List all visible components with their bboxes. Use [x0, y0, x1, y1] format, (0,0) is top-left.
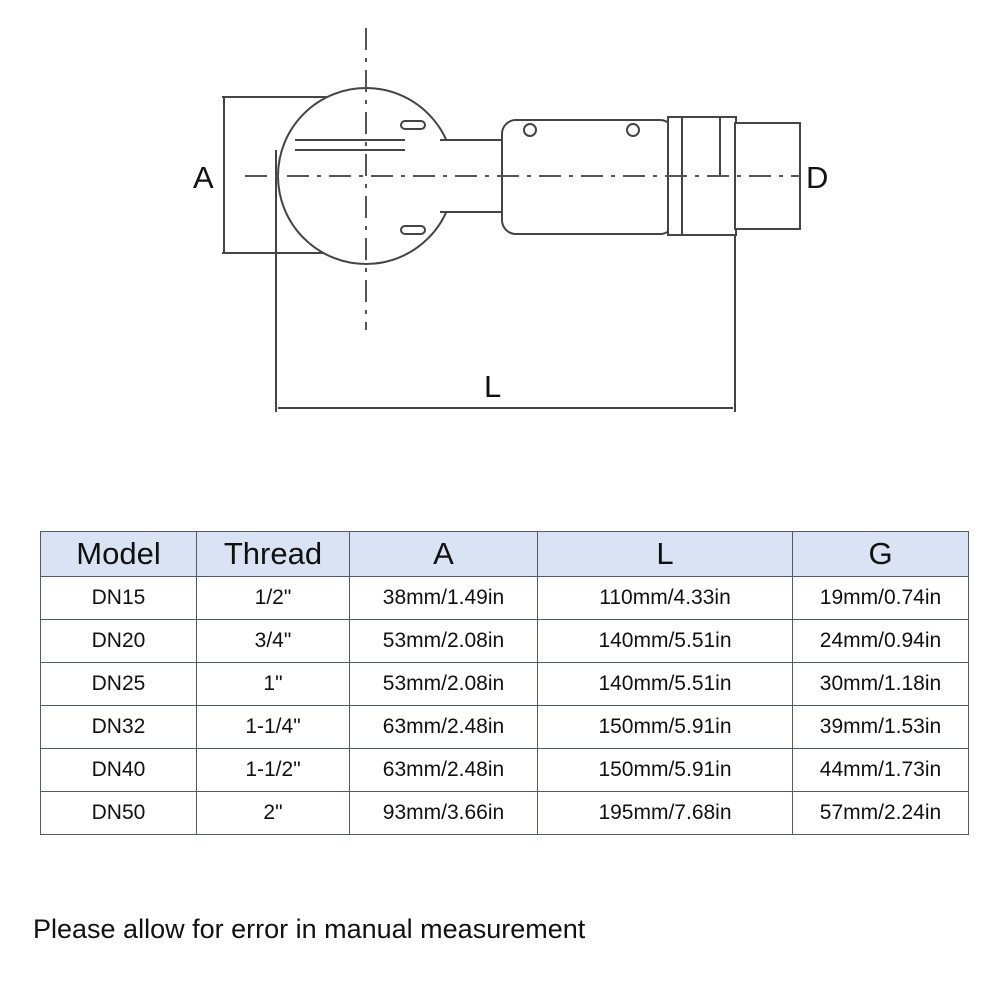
cell-l: 195mm/7.68in: [537, 791, 793, 835]
measurement-note: Please allow for error in manual measure…: [33, 914, 586, 944]
cell-g: 30mm/1.18in: [792, 662, 969, 706]
cell-l: 150mm/5.91in: [537, 705, 793, 749]
cell-g: 39mm/1.53in: [792, 705, 969, 749]
column-header-a: A: [349, 531, 538, 577]
cell-model: DN20: [40, 619, 197, 663]
cell-a: 53mm/2.08in: [349, 619, 538, 663]
column-header-model: Model: [40, 531, 197, 577]
cell-model: DN15: [40, 576, 197, 620]
cell-thread: 1/2": [196, 576, 350, 620]
table-row: DN32 1-1/4" 63mm/2.48in 150mm/5.91in 39m…: [40, 705, 969, 749]
table-row: DN25 1" 53mm/2.08in 140mm/5.51in 30mm/1.…: [40, 662, 969, 706]
nozzle-dimension-drawing: A D L: [193, 28, 828, 412]
cell-model: DN32: [40, 705, 197, 749]
table-row: DN40 1-1/2" 63mm/2.48in 150mm/5.91in 44m…: [40, 748, 969, 792]
column-header-thread: Thread: [196, 531, 350, 577]
cell-l: 150mm/5.91in: [537, 748, 793, 792]
cell-l: 140mm/5.51in: [537, 662, 793, 706]
cell-g: 24mm/0.94in: [792, 619, 969, 663]
cell-a: 63mm/2.48in: [349, 748, 538, 792]
cell-l: 110mm/4.33in: [537, 576, 793, 620]
column-header-g: G: [792, 531, 969, 577]
dim-label-a: A: [193, 160, 214, 195]
cell-model: DN25: [40, 662, 197, 706]
table-header-row: Model Thread A L G: [40, 531, 969, 577]
cell-model: DN50: [40, 791, 197, 835]
slot-upper: [400, 120, 426, 130]
column-header-l: L: [537, 531, 793, 577]
center-lines: [245, 28, 800, 330]
cell-g: 44mm/1.73in: [792, 748, 969, 792]
cell-g: 19mm/0.74in: [792, 576, 969, 620]
cell-a: 53mm/2.08in: [349, 662, 538, 706]
dim-label-l: L: [484, 369, 501, 404]
table-row: DN15 1/2" 38mm/1.49in 110mm/4.33in 19mm/…: [40, 576, 969, 620]
cell-thread: 2": [196, 791, 350, 835]
body-hole: [626, 123, 640, 137]
dim-label-d: D: [806, 160, 828, 195]
cell-a: 63mm/2.48in: [349, 705, 538, 749]
cell-g: 57mm/2.24in: [792, 791, 969, 835]
cell-a: 38mm/1.49in: [349, 576, 538, 620]
cell-thread: 1-1/4": [196, 705, 350, 749]
table-row: DN20 3/4" 53mm/2.08in 140mm/5.51in 24mm/…: [40, 619, 969, 663]
slot-lower: [400, 225, 426, 235]
cell-thread: 1-1/2": [196, 748, 350, 792]
cell-a: 93mm/3.66in: [349, 791, 538, 835]
size-spec-table: Model Thread A L G DN15 1/2" 38mm/1.49in…: [40, 531, 969, 835]
ball-slots: [295, 120, 640, 235]
cell-thread: 1": [196, 662, 350, 706]
body-hole: [523, 123, 537, 137]
cell-thread: 3/4": [196, 619, 350, 663]
table-row: DN50 2" 93mm/3.66in 195mm/7.68in 57mm/2.…: [40, 791, 969, 835]
dimension-lines: [222, 96, 800, 412]
cell-model: DN40: [40, 748, 197, 792]
cell-l: 140mm/5.51in: [537, 619, 793, 663]
